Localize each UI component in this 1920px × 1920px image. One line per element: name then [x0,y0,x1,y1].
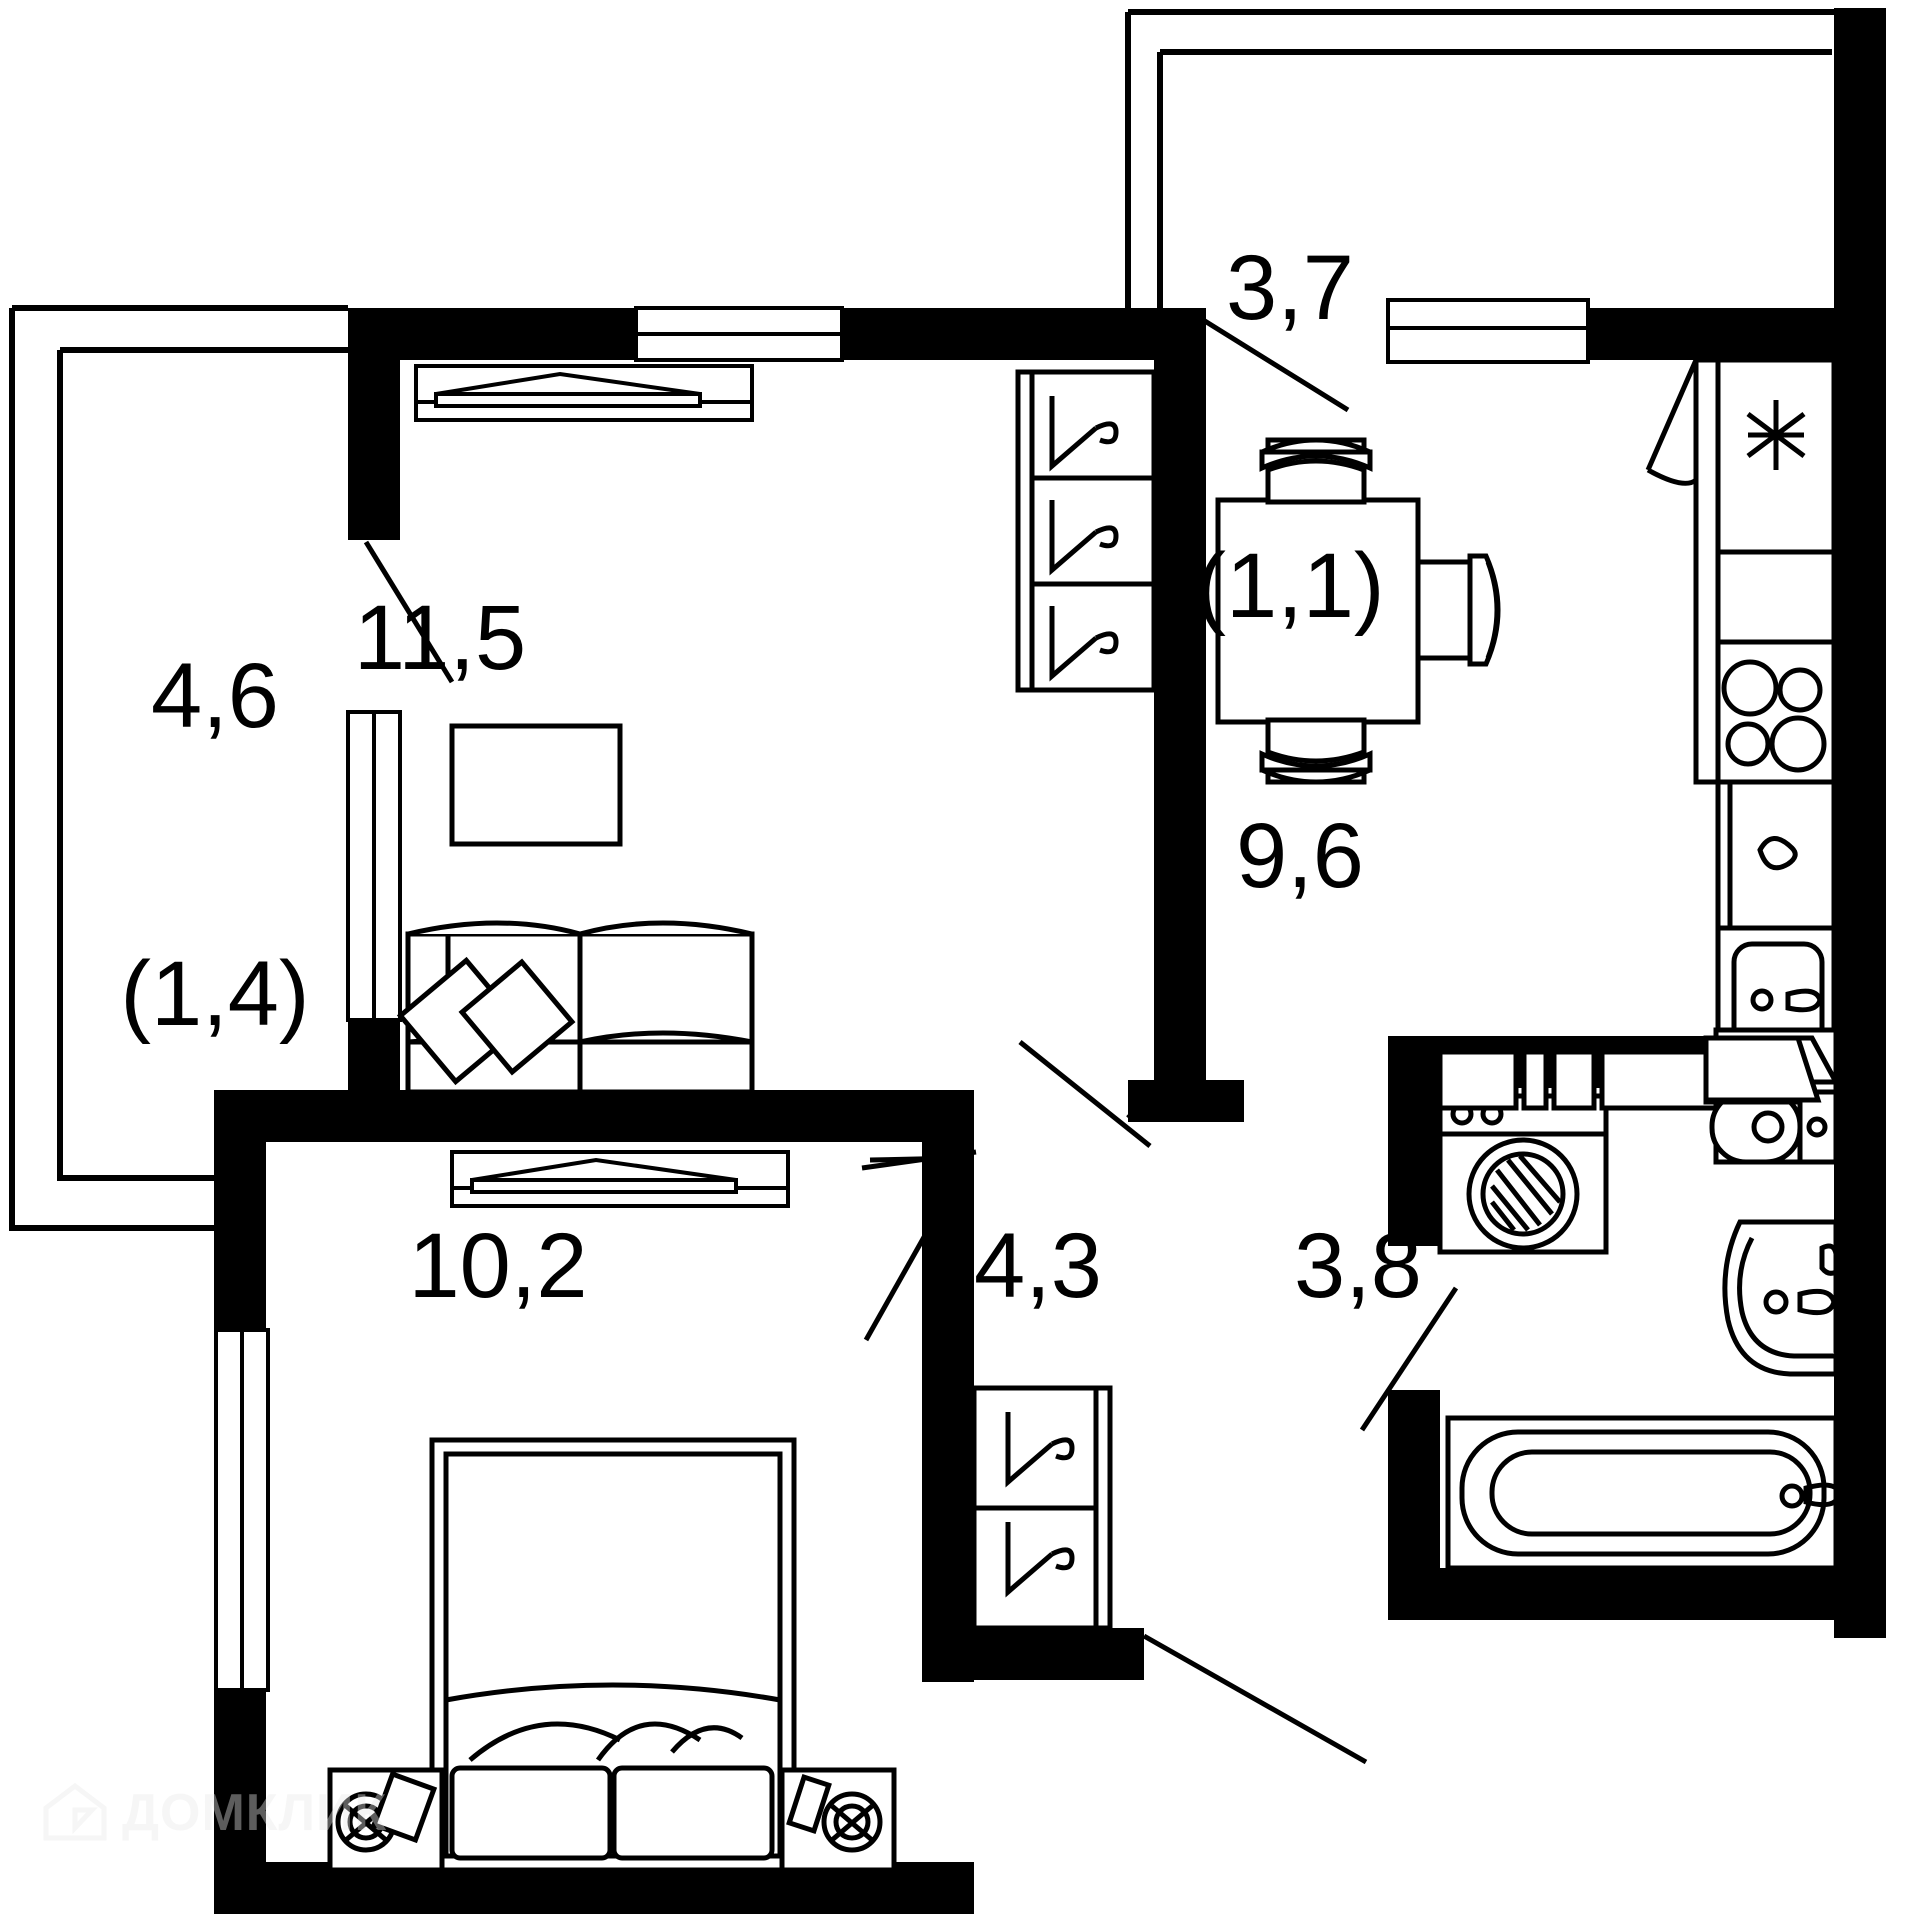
chair-south-icon [1259,717,1373,785]
chair-east-icon [1415,553,1501,667]
coffee-table-icon [449,723,623,847]
balcony-top-outline [1125,9,1886,318]
chair-north-icon [1259,437,1373,505]
area-label-bedroom: 10,2 [408,1214,588,1317]
window-bedroom-left [214,1328,270,1692]
bathtub-icon [1445,1415,1843,1571]
area-label-hallway: 4,3 [974,1214,1102,1317]
area-label-bathroom: 3,8 [1294,1214,1422,1317]
washbasin-icon [1722,1219,1839,1377]
bed-icon [429,1437,797,1873]
window-living-left [346,710,402,1022]
window-living-room [634,306,844,362]
nightstand-right-icon [779,1767,897,1873]
sofa-icon [396,920,755,1095]
bedroom-door-leader [863,1150,975,1342]
radiator-living-room [414,364,754,422]
window-balcony-top [1386,298,1590,364]
wardrobe-hangers-corridor-icon [971,1385,1113,1631]
area-label-living-room: 11,5 [353,586,527,689]
nightstand-left-icon [327,1767,445,1873]
radiator-bedroom [450,1150,790,1208]
area-label-balcony-top: 3,7 (1,1) [1195,236,1385,637]
area-label-balcony-left: 4,6 (1,4) [120,644,310,1045]
area-label-kitchen: 9,6 [1236,804,1364,907]
washing-machine-icon [1437,1093,1609,1255]
wardrobe-hangers-icon [1015,369,1157,693]
door-leader-lines [363,315,1459,1765]
kitchen-counter-run [1693,357,1837,1067]
kitchen-door-swing-icon [1645,359,1699,486]
bathroom-mirror-icon [1703,1035,1822,1105]
